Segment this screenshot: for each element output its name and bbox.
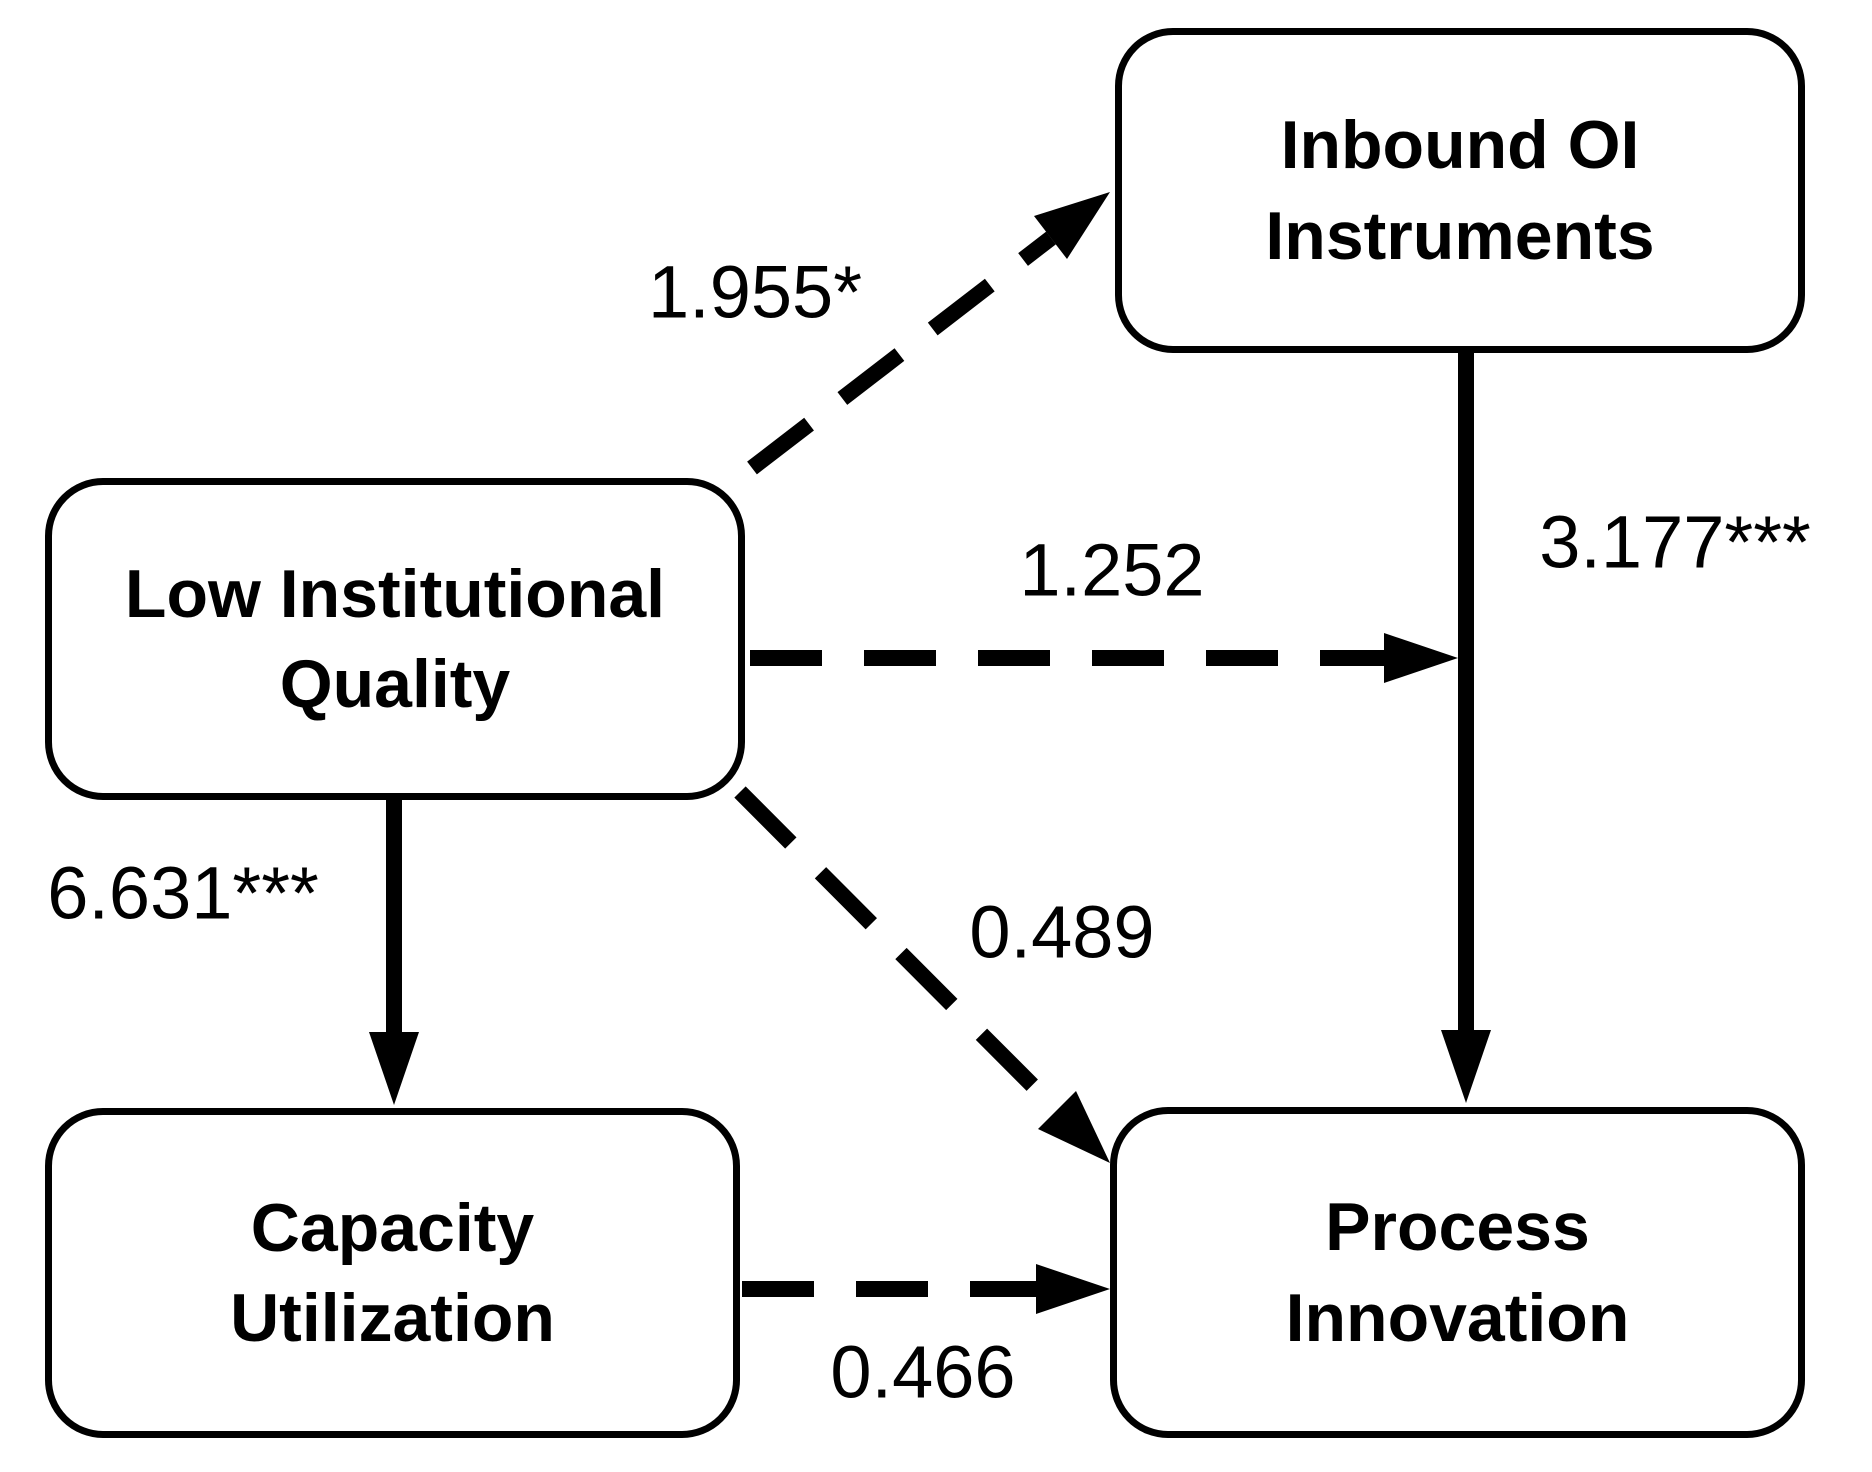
node-inbound-oi-line1: Inbound OI [1280,107,1640,184]
node-pi-line1: Process [1325,1189,1590,1266]
arrowhead-liq-to-process-innovation [1038,1091,1110,1163]
coefficient-liq-to-inbound-oi: 1.955* [648,250,862,334]
node-capacity-utilization: Capacity Utilization [45,1108,740,1438]
coefficient-liq-to-oi-pi-path: 1.252 [1019,528,1205,612]
coefficient-liq-to-process-innovation: 0.489 [969,890,1155,974]
node-cu-line2: Utilization [230,1280,555,1356]
arrowhead-inbound-oi-to-process-innovation [1441,1030,1491,1103]
edge-liq-to-capacity-utilization [369,800,419,1105]
arrowhead-liq-to-capacity-utilization [369,1032,419,1105]
node-low-institutional-quality: Low Institutional Quality [45,478,745,800]
coefficient-inbound-oi-to-process-innovation: 3.177*** [1539,500,1811,584]
arrowhead-liq-to-oi-pi-path [1384,633,1458,683]
edge-liq-to-process-innovation [734,786,1110,1163]
arrowhead-liq-to-inbound-oi [1034,192,1110,259]
edge-inbound-oi-to-process-innovation [1441,353,1491,1103]
node-liq-line2: Quality [279,646,511,722]
node-pi-line2: Innovation [1285,1279,1630,1356]
coefficient-capacity-utilization-to-process-innovation: 0.466 [830,1330,1016,1414]
node-liq-line1: Low Institutional [124,555,666,632]
edge-capacity-utilization-to-process-innovation [742,1264,1110,1314]
node-inbound-oi-line2: Instruments [1265,197,1655,274]
node-inbound-oi-instruments: Inbound OI Instruments [1115,28,1805,353]
edge-liq-to-inbound-oi [747,192,1110,475]
edge-liq-to-oi-pi-path [750,633,1458,683]
node-cu-line1: Capacity [250,1189,535,1266]
node-process-innovation: Process Innovation [1110,1107,1805,1438]
coefficient-liq-to-capacity-utilization: 6.631*** [47,851,319,935]
arrowhead-capacity-utilization-to-process-innovation [1036,1264,1110,1314]
